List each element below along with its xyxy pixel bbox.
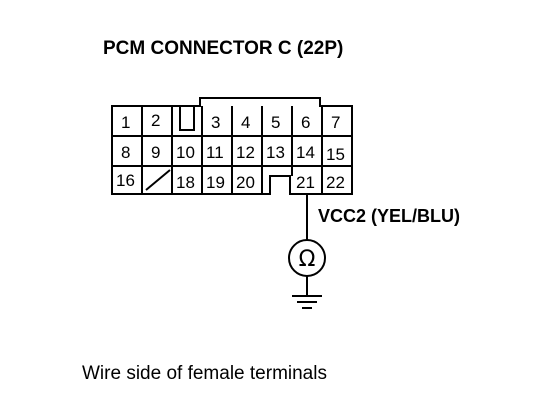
pin-19: 19 <box>206 173 225 192</box>
pin-2: 2 <box>151 111 160 130</box>
pin-4: 4 <box>241 113 250 132</box>
pin-13: 13 <box>266 143 285 162</box>
pin-1: 1 <box>121 113 130 132</box>
diagram-caption: Wire side of female terminals <box>82 363 327 384</box>
pin-16: 16 <box>116 171 135 190</box>
pin-8: 8 <box>121 143 130 162</box>
pin-14: 14 <box>296 143 315 162</box>
diagram-title: PCM CONNECTOR C (22P) <box>103 38 343 59</box>
connector-outline <box>111 97 353 195</box>
pin-15: 15 <box>326 145 345 164</box>
empty-slot-notch <box>179 106 195 131</box>
pin-3: 3 <box>211 113 220 132</box>
pin-11: 11 <box>206 143 224 162</box>
pin-9: 9 <box>151 143 160 162</box>
ground-icon <box>292 295 322 309</box>
ohm-symbol: Ω <box>299 247 316 272</box>
pin-5: 5 <box>271 113 280 132</box>
ohmmeter-icon: Ω <box>288 239 326 277</box>
pin-22: 22 <box>326 173 345 192</box>
pin-18: 18 <box>176 173 195 192</box>
blank-cell-17 <box>145 169 171 191</box>
pin-20: 20 <box>236 173 255 192</box>
pin-7: 7 <box>331 113 340 132</box>
pin-10: 10 <box>176 143 195 162</box>
pin-6: 6 <box>301 113 310 132</box>
pin-21: 21 <box>296 173 315 192</box>
pin-12: 12 <box>236 143 255 162</box>
wire-label: VCC2 (YEL/BLU) <box>318 206 460 226</box>
